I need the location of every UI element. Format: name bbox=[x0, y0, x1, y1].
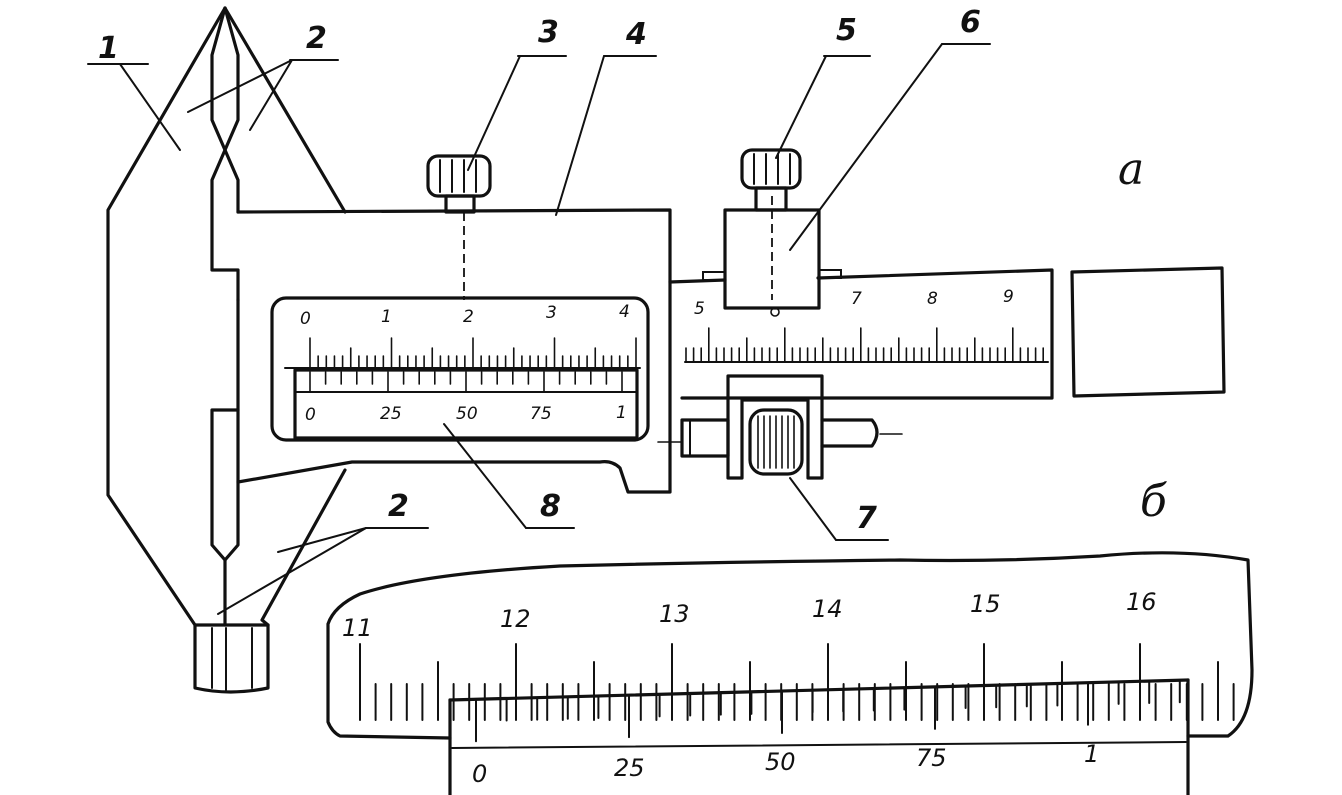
callout-3: 3 bbox=[538, 15, 559, 50]
detail-scale-label: 15 bbox=[970, 590, 1001, 618]
window-vernier: 0 25 50 75 1 bbox=[293, 368, 639, 440]
adjust-clamp-6 bbox=[702, 148, 842, 317]
leader-lines bbox=[87, 43, 991, 615]
view-letter-b: б bbox=[1140, 476, 1167, 527]
detail-vernier-label: 25 bbox=[614, 754, 645, 782]
window-scale-label: 1 bbox=[381, 307, 392, 327]
callout-5: 5 bbox=[836, 13, 857, 48]
bar-scale-label: 5 bbox=[694, 299, 705, 319]
bar-scale-label: 9 bbox=[1003, 287, 1014, 307]
window-scale-label: 4 bbox=[619, 302, 630, 322]
window-vernier-label: 75 bbox=[530, 404, 552, 424]
window-vernier-label: 0 bbox=[305, 405, 316, 425]
detail-vernier-label: 1 bbox=[1084, 740, 1099, 768]
callout-2-top: 2 bbox=[306, 21, 327, 56]
view-letter-a: а bbox=[1118, 144, 1144, 195]
detail-vernier-label: 75 bbox=[916, 744, 947, 772]
detail-scale-label: 12 bbox=[500, 605, 531, 633]
window-scale-label: 3 bbox=[546, 303, 557, 323]
window-scale-label: 0 bbox=[300, 309, 311, 329]
detail-vernier-label: 50 bbox=[765, 748, 796, 776]
detail-scale-label: 11 bbox=[342, 614, 373, 642]
window-main-scale: 0 1 2 3 4 bbox=[284, 302, 641, 369]
micro-feed-nut-7 bbox=[657, 374, 903, 480]
callout-1: 1 bbox=[98, 31, 119, 66]
callout-4: 4 bbox=[625, 17, 647, 52]
bar-scale-label: 8 bbox=[927, 289, 938, 309]
detail-scale-label: 14 bbox=[812, 595, 843, 623]
callout-7: 7 bbox=[856, 501, 877, 536]
callout-2-bottom: 2 bbox=[388, 489, 409, 524]
detail-view: 11 12 13 14 15 16 0 25 50 75 1 bbox=[326, 551, 1254, 795]
window-vernier-label: 1 bbox=[616, 403, 627, 423]
fixed-jaw bbox=[106, 6, 347, 694]
window-vernier-label: 50 bbox=[456, 404, 478, 424]
bar-rule: 5 7 8 9 bbox=[668, 266, 1226, 400]
slider-frame bbox=[236, 208, 672, 494]
clamp-screw-3 bbox=[426, 154, 492, 214]
detail-scale-label: 16 bbox=[1126, 588, 1157, 616]
bar-scale-label: 7 bbox=[851, 289, 862, 309]
detail-vernier-label: 0 bbox=[472, 760, 487, 788]
callout-6: 6 bbox=[960, 5, 981, 40]
callout-8: 8 bbox=[540, 489, 561, 524]
detail-scale-label: 13 bbox=[659, 600, 690, 628]
window-scale-label: 2 bbox=[463, 307, 474, 327]
window-vernier-label: 25 bbox=[380, 404, 402, 424]
